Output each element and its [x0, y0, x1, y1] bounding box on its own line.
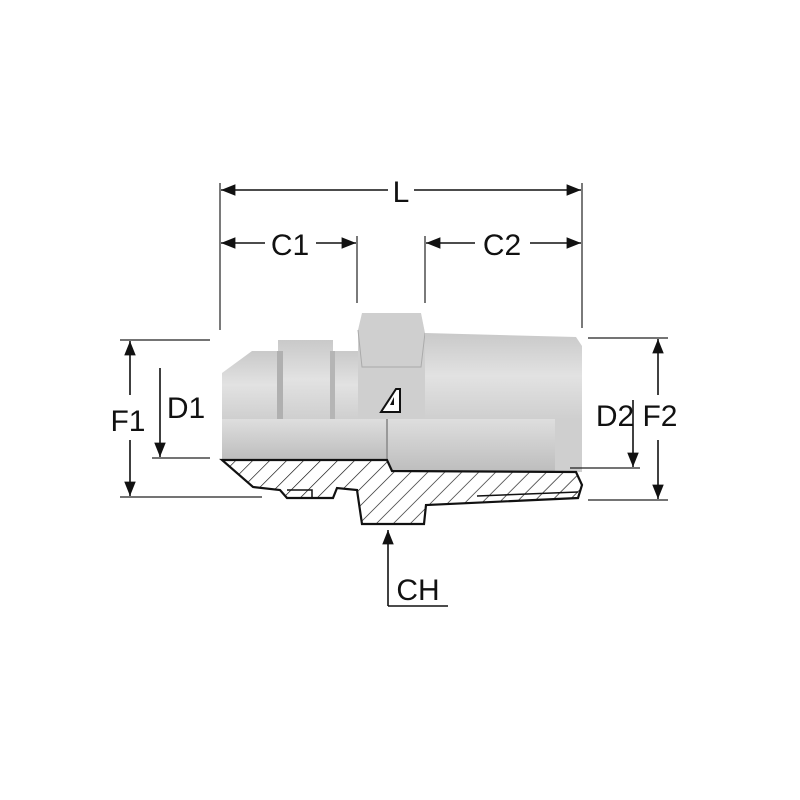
- dimension-C2: C2: [426, 229, 581, 262]
- dimension-C1: C1: [221, 229, 356, 262]
- bore-left: [222, 419, 387, 460]
- fitting-body: [219, 313, 584, 526]
- section-hatch: [219, 458, 584, 526]
- extension-lines: [120, 183, 668, 501]
- collar: [278, 340, 333, 419]
- label-C2: C2: [483, 229, 521, 262]
- collar-groove-left: [277, 351, 283, 419]
- label-D1: D1: [167, 392, 205, 425]
- hex-nut: [358, 313, 425, 419]
- label-L: L: [393, 176, 410, 209]
- dimension-L: L: [221, 176, 581, 209]
- collar-groove-right: [330, 351, 335, 419]
- tapered-thread-body: [425, 333, 582, 419]
- label-D2: D2: [596, 400, 634, 433]
- bore-counterbore: [555, 419, 582, 472]
- dimension-F2: F2: [642, 339, 678, 499]
- label-F2: F2: [642, 400, 677, 433]
- male-end-chamfer: [222, 351, 278, 419]
- hex-face: [357, 329, 426, 368]
- label-CH: CH: [396, 574, 439, 607]
- brand-logo-icon: [379, 388, 401, 413]
- dimension-D2: D2: [596, 400, 639, 467]
- dimension-D1: D1: [154, 368, 205, 457]
- bore-right: [387, 419, 555, 472]
- dimension-F1: F1: [110, 341, 146, 496]
- label-C1: C1: [271, 229, 309, 262]
- label-F1: F1: [110, 405, 145, 438]
- neck: [333, 351, 358, 419]
- dimension-CH: CH: [382, 530, 448, 607]
